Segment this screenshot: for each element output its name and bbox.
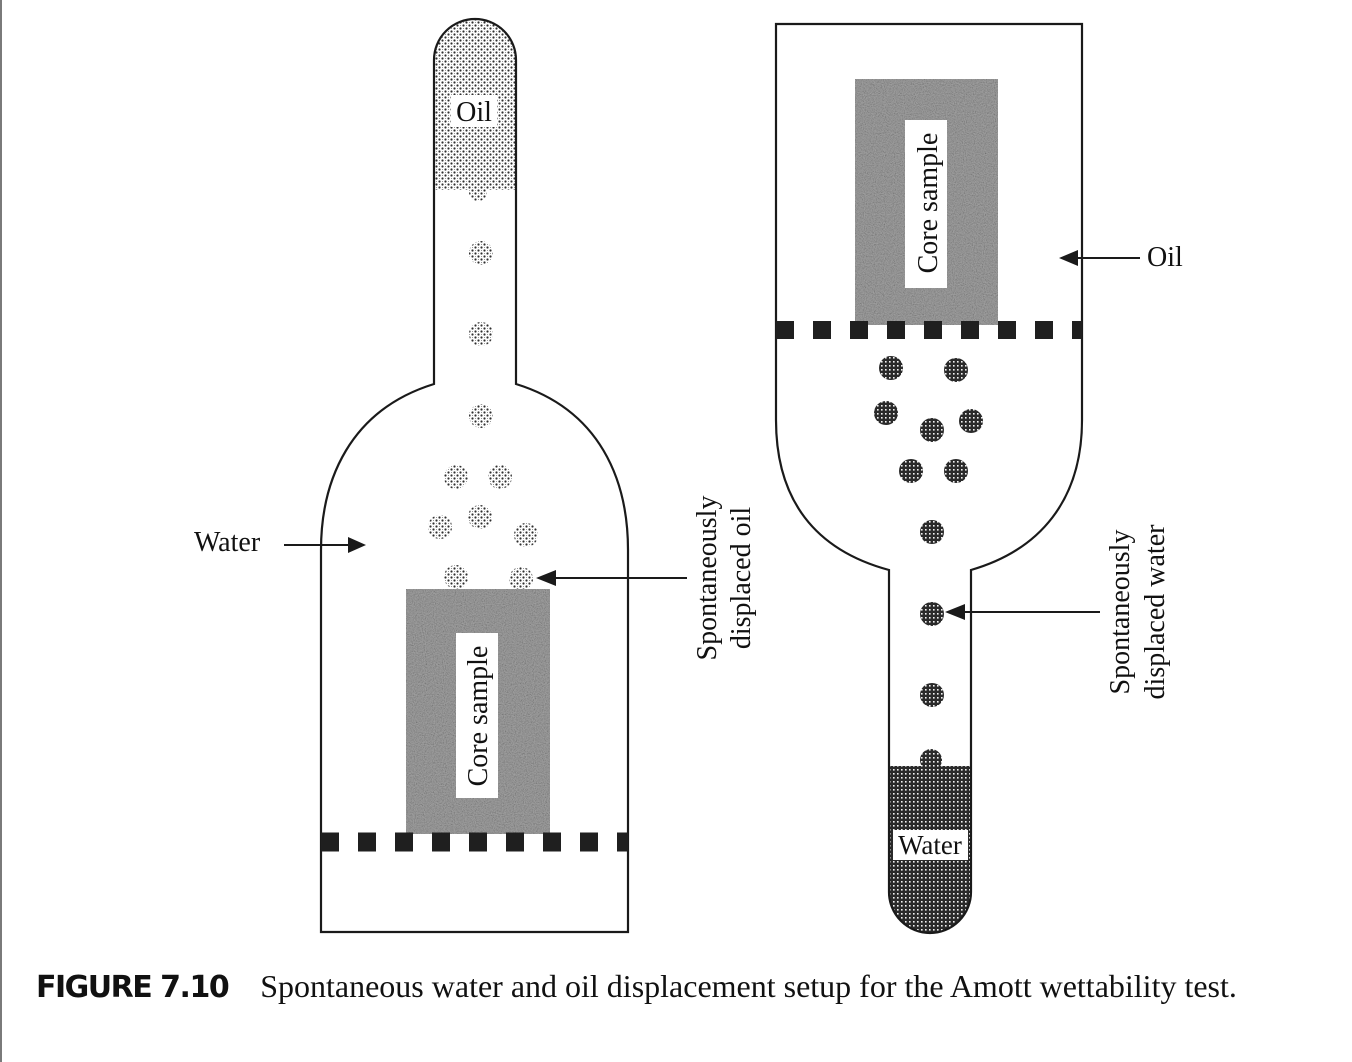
right-water-label-bg — [893, 830, 968, 860]
oil-droplet — [514, 523, 538, 547]
right-oil-arrowhead-icon — [1059, 250, 1078, 266]
water-droplet — [920, 683, 944, 707]
page-edge-border — [0, 0, 2, 1062]
left-oil-bulge — [469, 183, 487, 201]
right-flask-outline — [774, 22, 1084, 935]
left-core-label: Core sample — [463, 646, 494, 787]
right-callout-arrowhead-icon — [945, 604, 965, 620]
right-callout-label-line2: displaced water — [1140, 524, 1171, 700]
water-droplet — [899, 459, 923, 483]
right-water-bulge — [920, 749, 942, 771]
water-droplet — [959, 409, 983, 433]
right-callout-label-line1: Spontaneously — [1105, 530, 1136, 695]
oil-droplet — [468, 505, 492, 529]
right-apparatus: Water Core sample Oil Spontaneou — [774, 22, 1183, 935]
water-droplet — [944, 459, 968, 483]
oil-droplet — [469, 241, 493, 265]
right-core-label: Core sample — [913, 133, 944, 274]
oil-droplet — [428, 515, 452, 539]
water-droplet — [920, 602, 944, 626]
right-water-droplets — [874, 356, 983, 707]
left-oil-droplets — [428, 241, 538, 591]
figure-caption: FIGURE 7.10 Spontaneous water and oil dis… — [36, 968, 1237, 1005]
left-callout-arrowhead-icon — [536, 570, 556, 586]
oil-droplet — [444, 565, 468, 589]
oil-droplet — [444, 465, 468, 489]
left-core-label-bg — [456, 633, 498, 798]
water-droplet — [920, 520, 944, 544]
left-water-label: Water — [194, 527, 261, 558]
oil-droplet — [488, 465, 512, 489]
oil-droplet — [509, 567, 533, 591]
left-callout-label-line2: displaced oil — [726, 507, 757, 650]
water-droplet — [944, 358, 968, 382]
water-droplet — [920, 418, 944, 442]
left-flask-outline — [319, 17, 630, 934]
left-callout-label-line1: Spontaneously — [692, 496, 723, 661]
water-droplet — [874, 401, 898, 425]
right-water-label: Water — [898, 830, 962, 860]
left-water-arrowhead-icon — [348, 537, 366, 553]
left-oil-label: Oil — [456, 97, 492, 128]
figure-caption-text: Spontaneous water and oil displacement s… — [260, 968, 1237, 1004]
right-core-label-bg — [905, 120, 947, 288]
right-oil-label: Oil — [1147, 242, 1183, 273]
oil-droplet — [469, 404, 493, 428]
figure-number: FIGURE 7.10 — [36, 970, 230, 1005]
oil-droplet — [469, 322, 493, 346]
water-droplet — [879, 356, 903, 380]
left-oil-label-bg — [451, 95, 497, 127]
left-apparatus: Oil Core sample Water Spontaneou — [194, 17, 757, 934]
